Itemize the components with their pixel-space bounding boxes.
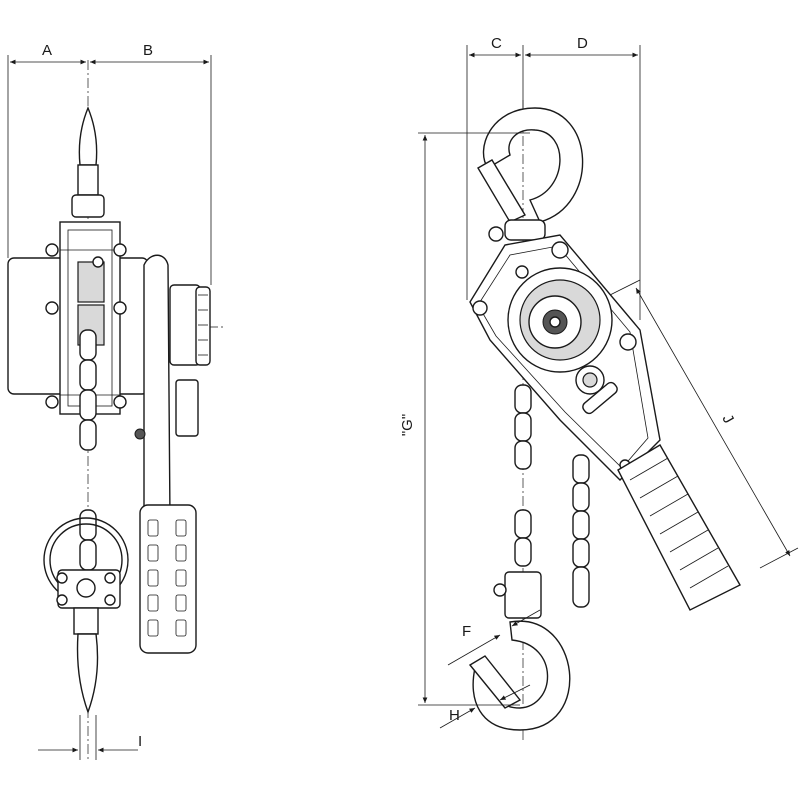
dimension-g: "G" (399, 132, 530, 706)
dimension-a-b: A B (7, 42, 212, 285)
bottom-hook-front (468, 571, 571, 731)
top-hook-side (71, 106, 105, 218)
dimension-h: H (439, 684, 531, 729)
dimension-label-j: J (719, 412, 737, 427)
load-chain-front (514, 384, 532, 567)
dimension-f: F (447, 609, 541, 666)
dimension-label-h: H (449, 707, 460, 724)
dimension-label-i: I (138, 733, 142, 750)
dimension-label-c: C (491, 35, 502, 52)
hoist-body-front (469, 226, 661, 481)
load-chain-side (79, 329, 97, 571)
dimension-label-d: D (577, 35, 588, 52)
top-hook-front (477, 107, 584, 241)
dimension-label-g: "G" (399, 414, 416, 436)
lever-side (134, 254, 211, 654)
slack-chain-front (572, 454, 590, 608)
dimension-i: I (38, 715, 142, 760)
lever-front (617, 444, 741, 611)
dimension-c-d: C D (469, 35, 638, 58)
front-view: C D "G" J F H (399, 35, 799, 740)
hoist-body-side (7, 221, 149, 415)
dimension-label-f: F (462, 623, 471, 640)
dimension-label-b: B (143, 42, 153, 59)
bottom-hook-side (43, 517, 129, 715)
side-view: A B I (7, 42, 225, 760)
dimension-label-a: A (42, 42, 52, 59)
